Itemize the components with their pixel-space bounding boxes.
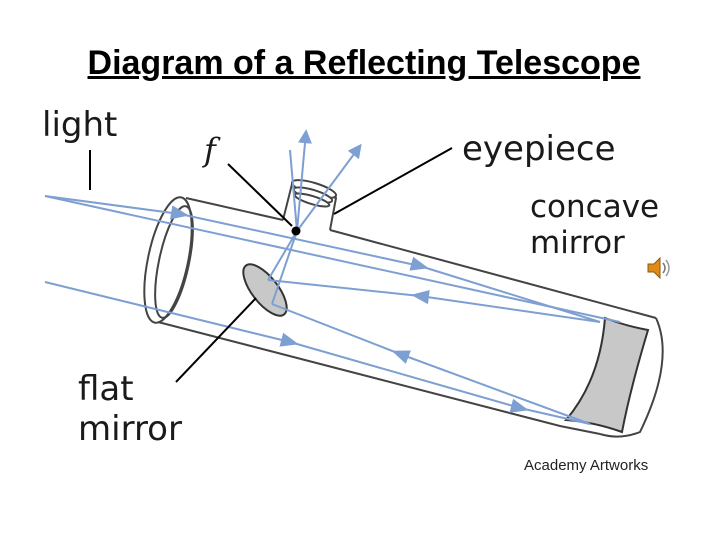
eyepiece-tube [282, 179, 338, 231]
light-rays [44, 129, 621, 425]
concave-mirror [563, 316, 650, 434]
label-concave: concave [530, 189, 660, 225]
leader-lines [89, 147, 453, 383]
label-flat-mirror: mirror [78, 409, 182, 449]
slide-title: Diagram of a Reflecting Telescope [87, 44, 641, 82]
focal-point [291, 226, 301, 236]
speaker-icon [647, 256, 670, 280]
image-credit: Academy Artworks [524, 457, 649, 474]
label-concave-mirror: mirror [530, 225, 625, 261]
label-flat: flat [78, 369, 134, 409]
label-light: light [42, 105, 118, 145]
label-eyepiece: eyepiece [462, 129, 616, 169]
label-focus: f [204, 131, 216, 169]
